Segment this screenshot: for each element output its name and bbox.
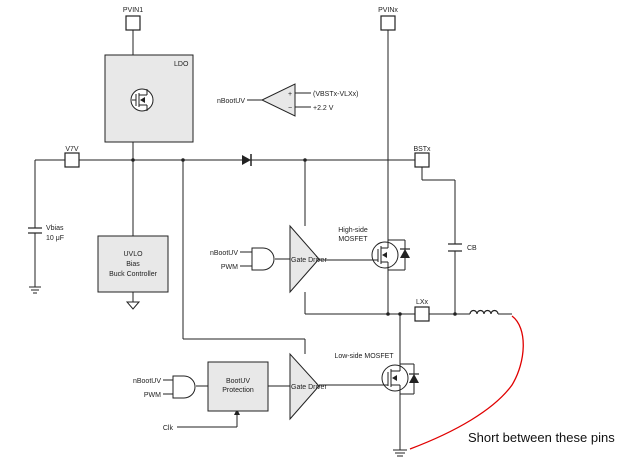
bootuv-protection-line-1: BootUV bbox=[226, 378, 250, 385]
cb-label: CB bbox=[467, 245, 477, 252]
ldo-label: LDO bbox=[174, 61, 189, 68]
hs-pwm-input: PWM bbox=[221, 264, 238, 271]
ground-icon-pgnd bbox=[393, 449, 407, 457]
high-side-mosfet-icon bbox=[368, 237, 410, 274]
comparator-plus-sign: + bbox=[288, 91, 292, 98]
v7v-pin bbox=[64, 152, 80, 168]
junction-dots bbox=[131, 158, 457, 316]
high-side-gate-driver bbox=[289, 224, 320, 294]
lxx-label: LXx bbox=[416, 299, 429, 306]
boot-capacitor-icon bbox=[448, 243, 462, 252]
output-inductor-icon bbox=[469, 309, 499, 315]
comparator-output: nBootUV bbox=[217, 98, 245, 105]
pvinx-pin bbox=[380, 15, 396, 31]
short-annotation-text: Short between these pins bbox=[468, 430, 615, 445]
bstx-pin bbox=[414, 152, 430, 168]
controller-line-2: Bias bbox=[126, 261, 140, 268]
clk-input: Clk bbox=[163, 425, 174, 432]
vbias-value: 10 μF bbox=[46, 235, 64, 242]
controller-line-1: UVLO bbox=[123, 251, 143, 258]
pvinx-label: PVINx bbox=[378, 7, 398, 14]
comparator-input-plus: (VBSTx-VLXx) bbox=[313, 91, 359, 98]
ground-icon-controller bbox=[125, 301, 141, 310]
hs-mosfet-label-2: MOSFET bbox=[338, 236, 368, 243]
low-side-gate-driver bbox=[289, 352, 320, 421]
wires bbox=[34, 30, 512, 450]
vbias-label: Vbias bbox=[46, 225, 64, 232]
ground-icon-vbias bbox=[29, 286, 41, 294]
ls-gate-driver-label: Gate Driver bbox=[291, 384, 327, 391]
ls-and-gate-icon bbox=[172, 375, 196, 399]
hs-mosfet-label-1: High-side bbox=[338, 227, 368, 234]
v7v-label: V7V bbox=[65, 146, 79, 153]
bootuv-protection-line-2: Protection bbox=[222, 387, 254, 394]
ls-nbootuv-input: nBootUV bbox=[133, 378, 161, 385]
low-side-mosfet-icon bbox=[375, 362, 419, 395]
hs-nbootuv-input: nBootUV bbox=[210, 250, 238, 257]
vbias-capacitor-icon bbox=[28, 227, 42, 240]
uvlo-bias-controller-block bbox=[97, 235, 169, 293]
bstx-label: BSTx bbox=[413, 146, 431, 153]
clk-arrow bbox=[234, 409, 240, 415]
hs-and-gate-icon bbox=[251, 247, 275, 271]
short-annotation-line bbox=[409, 315, 524, 450]
bootuv-protection-block bbox=[207, 361, 269, 412]
hs-gate-driver-label: Gate Driver bbox=[291, 257, 327, 264]
ldo-mosfet-icon bbox=[130, 88, 154, 112]
controller-line-3: Buck Controller bbox=[109, 271, 158, 278]
comparator-minus-sign: − bbox=[288, 105, 292, 112]
ls-mosfet-label: Low-side MOSFET bbox=[334, 353, 394, 360]
pvin1-label: PVIN1 bbox=[123, 7, 143, 14]
ls-pwm-input: PWM bbox=[144, 392, 161, 399]
lxx-pin bbox=[414, 306, 430, 322]
nbootuv-comparator bbox=[260, 83, 296, 117]
comparator-input-minus: +2.2 V bbox=[313, 105, 334, 112]
boot-diode-icon bbox=[242, 154, 252, 166]
pvin1-pin bbox=[125, 15, 141, 31]
